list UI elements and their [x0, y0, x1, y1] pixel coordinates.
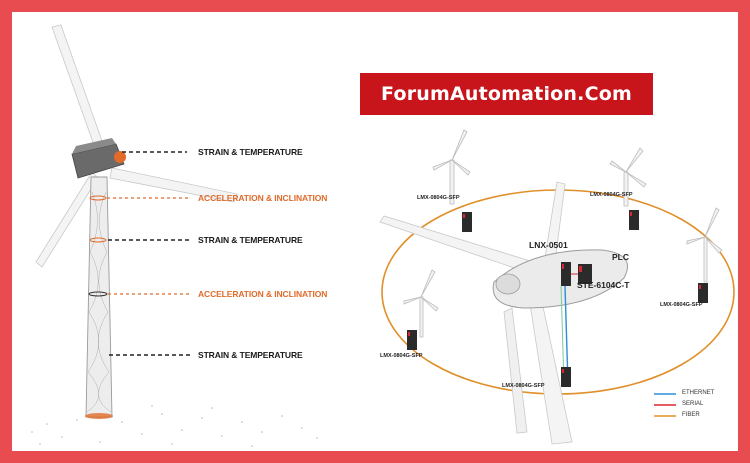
serial-device-label: STE-6104C-T [577, 280, 630, 290]
switch-label-top-right: LMX-0804G-SFP [590, 192, 633, 198]
strain-temperature-label-bottom: STRAIN & TEMPERATURE [198, 350, 303, 360]
switch-label-right: LMX-0804G-SFP [660, 302, 703, 308]
switch-label-bottom: LMX-0804G-SFP [502, 383, 545, 389]
hub-device-label: LNX-0501 [529, 240, 568, 250]
switch-label-top-left: LMX-0804G-SFP [417, 195, 460, 201]
strain-temperature-label-middle: STRAIN & TEMPERATURE [198, 235, 303, 245]
turbine-illustration [31, 24, 318, 447]
acceleration-inclination-label-upper: ACCELERATION & INCLINATION [198, 193, 328, 203]
canvas: STRAIN & TEMPERATURE ACCELERATION & INCL… [12, 12, 738, 451]
switch-label-left: LMX-0804G-SFP [380, 353, 423, 359]
legend-fiber: FIBER [682, 412, 700, 418]
brand-banner: ForumAutomation.Com [360, 73, 653, 115]
plc-label: PLC [612, 252, 629, 262]
strain-temperature-label-top: STRAIN & TEMPERATURE [198, 147, 303, 157]
legend-ethernet: ETHERNET [682, 390, 715, 396]
acceleration-inclination-label-lower: ACCELERATION & INCLINATION [198, 289, 328, 299]
legend-serial: SERIAL [682, 401, 704, 407]
